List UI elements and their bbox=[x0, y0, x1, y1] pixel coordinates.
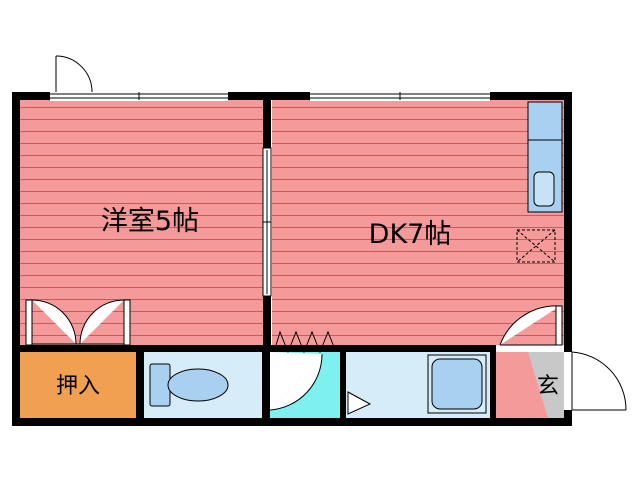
dk-floor bbox=[272, 100, 564, 345]
bath-door-marker bbox=[347, 391, 372, 415]
kitchen-sink-icon bbox=[533, 171, 555, 207]
entrance-label: 玄 bbox=[537, 374, 559, 399]
top-window-left bbox=[50, 91, 228, 101]
entrance-inner-door bbox=[499, 305, 563, 346]
stove-icon bbox=[516, 229, 556, 263]
top-window-right bbox=[310, 91, 490, 101]
western-room-floor bbox=[20, 100, 264, 345]
entrance-step bbox=[528, 352, 564, 418]
interior-wall-vertical bbox=[262, 100, 272, 352]
entrance-outer-door bbox=[564, 351, 627, 411]
western-room-label: 洋室5帖 bbox=[101, 206, 199, 237]
toilet-icon bbox=[149, 363, 229, 407]
closet-label: 押入 bbox=[56, 374, 100, 399]
washroom-door bbox=[269, 352, 323, 411]
dining-kitchen-label: DK7帖 bbox=[369, 219, 452, 250]
balcony-door bbox=[55, 55, 93, 93]
folding-door bbox=[273, 330, 337, 354]
closet-floor bbox=[20, 352, 136, 418]
outer-walls bbox=[12, 92, 572, 426]
bathtub-icon bbox=[427, 354, 487, 414]
closet-doors bbox=[25, 299, 131, 346]
interior-wall-horizontal bbox=[20, 345, 496, 420]
